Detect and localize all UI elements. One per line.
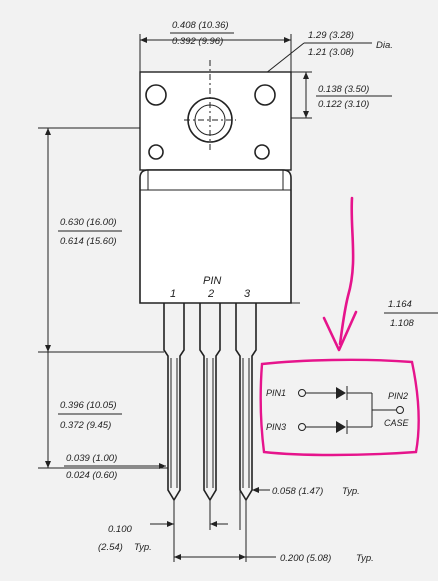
annotation-arrow — [322, 196, 358, 352]
pin-1-label: 1 — [170, 288, 176, 300]
pitch-metric: (2.54) — [98, 542, 123, 553]
lead-spacing-suffix: Typ. — [342, 486, 360, 497]
schematic-pin3-label: PIN3 — [266, 422, 286, 432]
pin-2-label: 2 — [207, 288, 214, 300]
body-height-dimension: 0.630 (16.00) 0.614 (15.60) — [38, 127, 164, 353]
tab-height-dimension: 0.138 (3.50) 0.122 (3.10) — [291, 71, 392, 119]
lead-spacing-value: 0.058 (1.47) — [272, 486, 323, 497]
pin1-terminal-icon — [298, 389, 306, 397]
pitch-suffix: Typ. — [134, 542, 152, 553]
schematic-case-label: CASE — [384, 418, 410, 428]
annotation-highlight-box — [259, 358, 420, 457]
tab-height-max: 0.138 (3.50) — [318, 84, 369, 95]
pin-3-label: 3 — [244, 288, 251, 300]
top-width-max: 0.408 (10.36) — [172, 20, 229, 31]
lead-width-dimension: 0.039 (1.00) 0.024 (0.60) — [64, 453, 166, 481]
lead-length-min: 0.372 (9.45) — [60, 420, 111, 431]
pitch-value: 0.100 — [108, 524, 132, 535]
corner-hole-bottom-left — [148, 144, 164, 160]
overall-min: 1.108 — [390, 318, 414, 329]
overall-length-dimension: 1.164 1.108 — [291, 299, 438, 329]
corner-hole-bottom-right — [254, 144, 270, 160]
lead-2 — [199, 303, 221, 502]
schematic-pin1-label: PIN1 — [266, 388, 286, 398]
bottom-dimensions: 0.100 (2.54) Typ. 0.058 (1.47) Typ. 0.20… — [98, 486, 374, 564]
span-suffix: Typ. — [356, 553, 374, 564]
lead-3 — [235, 303, 257, 502]
top-width-min: 0.392 (9.96) — [172, 36, 223, 47]
lead-1 — [163, 303, 185, 502]
lead-width-max: 0.039 (1.00) — [66, 453, 117, 464]
package-body — [139, 169, 292, 304]
body-height-max: 0.630 (16.00) — [60, 217, 117, 228]
schematic-pin2-label: PIN2 — [388, 391, 408, 401]
corner-hole-top-right — [254, 84, 276, 106]
span-value: 0.200 (5.08) — [280, 553, 331, 564]
tab-height-min: 0.122 (3.10) — [318, 99, 369, 110]
body-height-min: 0.614 (15.60) — [60, 236, 117, 247]
diode-1-icon — [336, 387, 346, 399]
pin-labels: PIN 1 2 3 — [170, 275, 251, 300]
overall-max: 1.164 — [388, 299, 412, 310]
internal-schematic: PIN1 PIN3 PIN2 CASE — [266, 386, 410, 434]
corner-hole-top-left — [145, 84, 167, 106]
lead-length-max: 0.396 (10.05) — [60, 400, 117, 411]
pin-title: PIN — [203, 275, 221, 287]
hole-dia-suffix: Dia. — [376, 40, 393, 51]
pin2-terminal-icon — [396, 406, 404, 414]
lead-length-dimension: 0.396 (10.05) 0.372 (9.45) — [38, 352, 168, 469]
lead-width-min: 0.024 (0.60) — [66, 470, 117, 481]
diode-2-icon — [336, 421, 346, 433]
mounting-tab — [139, 60, 292, 171]
pin3-terminal-icon — [298, 423, 306, 431]
top-width-dimension: 0.408 (10.36) 0.392 (9.96) — [139, 20, 292, 72]
hole-dia-max: 1.29 (3.28) — [308, 30, 354, 41]
hole-dia-min: 1.21 (3.08) — [308, 47, 354, 58]
leads — [163, 303, 257, 502]
